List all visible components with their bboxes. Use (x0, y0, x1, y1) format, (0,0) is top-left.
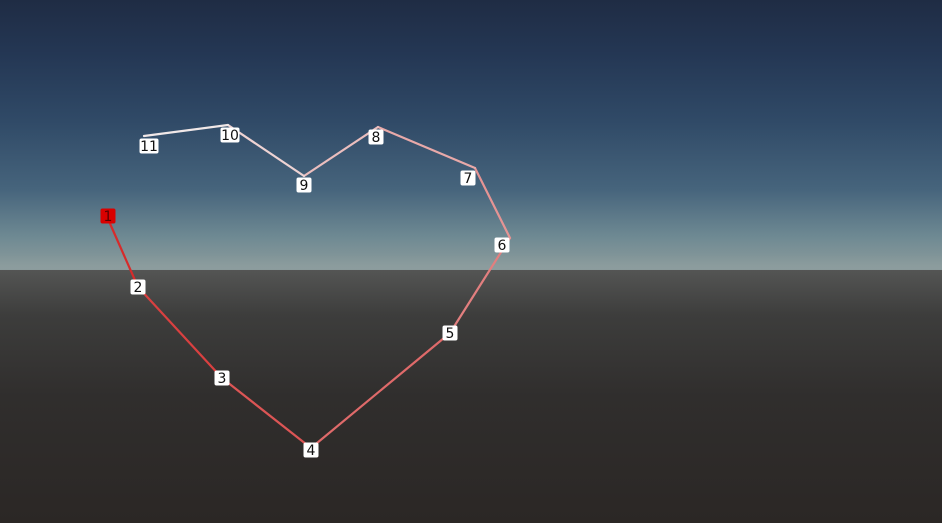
path-segments (106, 123, 512, 450)
path-segment (220, 376, 313, 450)
waypoint-label: 4 (307, 443, 316, 459)
waypoint-marker-box (494, 237, 510, 253)
waypoint-label: 10 (221, 128, 239, 144)
path-segment (142, 123, 230, 138)
waypoint-marker-7[interactable]: 7 (460, 170, 476, 188)
path-segment (473, 166, 512, 240)
waypoint-marker-box (130, 279, 146, 295)
waypoint-label: 11 (140, 139, 158, 155)
waypoint-label: 8 (372, 130, 381, 146)
waypoint-marker-3[interactable]: 3 (214, 370, 230, 388)
waypoint-marker-box (368, 129, 384, 145)
path-segment (309, 331, 452, 450)
path-segment (136, 285, 224, 380)
waypoint-label: 3 (218, 371, 227, 387)
waypoint-nodes: 1 2 3 4 5 6 7 8 9 10 11 (100, 127, 510, 460)
waypoint-marker-9[interactable]: 9 (296, 177, 312, 195)
waypoint-marker-box (296, 177, 312, 193)
path-segment (226, 123, 306, 178)
waypoint-marker-4[interactable]: 4 (303, 442, 319, 460)
waypoint-marker-6[interactable]: 6 (494, 237, 510, 255)
waypoint-marker-box (220, 127, 240, 143)
waypoint-marker-box (100, 208, 116, 224)
waypoint-marker-2[interactable]: 2 (130, 279, 146, 297)
waypoint-marker-box (139, 138, 159, 154)
path-segment (376, 125, 477, 170)
waypoint-marker-5[interactable]: 5 (442, 325, 458, 343)
waypoint-label: 2 (134, 280, 143, 296)
waypoint-marker-10[interactable]: 10 (220, 127, 240, 145)
waypoint-label: 5 (446, 326, 455, 342)
waypoint-marker-1[interactable]: 1 (100, 208, 116, 226)
waypoint-label: 6 (498, 238, 507, 254)
path-segment (302, 125, 380, 178)
waypoint-marker-box (214, 370, 230, 386)
waypoint-marker-box (442, 325, 458, 341)
waypoint-label: 1 (104, 209, 113, 225)
path-segment (106, 217, 140, 289)
waypoint-marker-11[interactable]: 11 (139, 138, 159, 156)
path-segment (448, 236, 512, 335)
waypoint-marker-box (303, 442, 319, 458)
waypoint-label: 9 (300, 178, 309, 194)
waypoint-marker-8[interactable]: 8 (368, 129, 384, 147)
waypoint-label: 7 (464, 171, 473, 187)
ground-plane (0, 270, 942, 523)
waypoint-marker-box (460, 170, 476, 186)
